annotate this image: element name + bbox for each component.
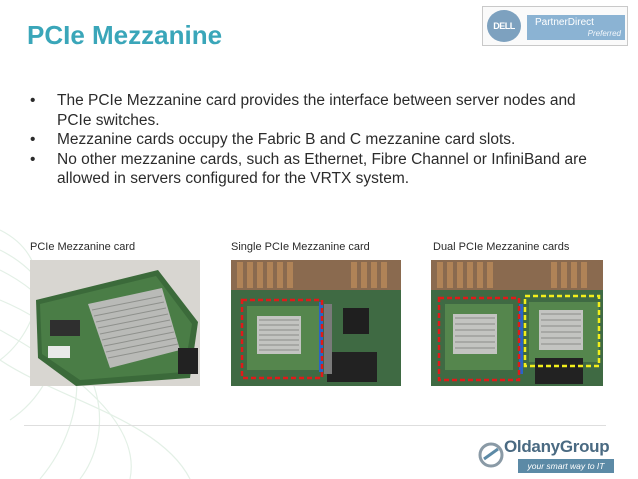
preferred-label: Preferred — [587, 29, 621, 38]
oldanygroup-emblem-icon — [478, 442, 504, 468]
partnerdirect-label: PartnerDirect — [535, 17, 594, 28]
bullet-text: Mezzanine cards occupy the Fabric B and … — [57, 131, 516, 148]
dell-partnerdirect-logo: DELL PartnerDirect Preferred — [482, 6, 628, 46]
bullet-item: • No other mezzanine cards, such as Ether… — [30, 150, 610, 189]
bullet-item: • The PCIe Mezzanine card provides the in… — [30, 91, 610, 130]
photo-dual-pcie-mezzanine-cards — [431, 260, 603, 386]
bullet-text: No other mezzanine cards, such as Ethern… — [57, 150, 587, 188]
bullet-item: • Mezzanine cards occupy the Fabric B and… — [30, 130, 610, 150]
bullet-symbol: • — [30, 131, 36, 148]
bullet-text: The PCIe Mezzanine card provides the int… — [57, 92, 576, 129]
bullet-symbol: • — [30, 150, 36, 168]
oldanygroup-logo: OldanyGroup your smart way to IT — [478, 437, 618, 475]
partnerdirect-badge: PartnerDirect Preferred — [527, 15, 625, 40]
footer-divider — [24, 425, 606, 426]
bullet-list: • The PCIe Mezzanine card provides the in… — [30, 91, 610, 189]
dell-brand-mark: DELL — [487, 10, 521, 42]
slide-title: PCIe Mezzanine — [27, 20, 223, 50]
photo-pcie-mezzanine-card — [30, 260, 200, 386]
caption-single-pcie-mezzanine-card: Single PCIe Mezzanine card — [231, 241, 370, 253]
oldanygroup-tagline: your smart way to IT — [518, 459, 614, 473]
bullet-symbol: • — [30, 92, 36, 109]
caption-dual-pcie-mezzanine-cards: Dual PCIe Mezzanine cards — [433, 241, 570, 253]
photo-single-pcie-mezzanine-card — [231, 260, 401, 386]
oldanygroup-name: OldanyGroup — [504, 437, 610, 456]
caption-pcie-mezzanine-card: PCIe Mezzanine card — [30, 241, 136, 253]
